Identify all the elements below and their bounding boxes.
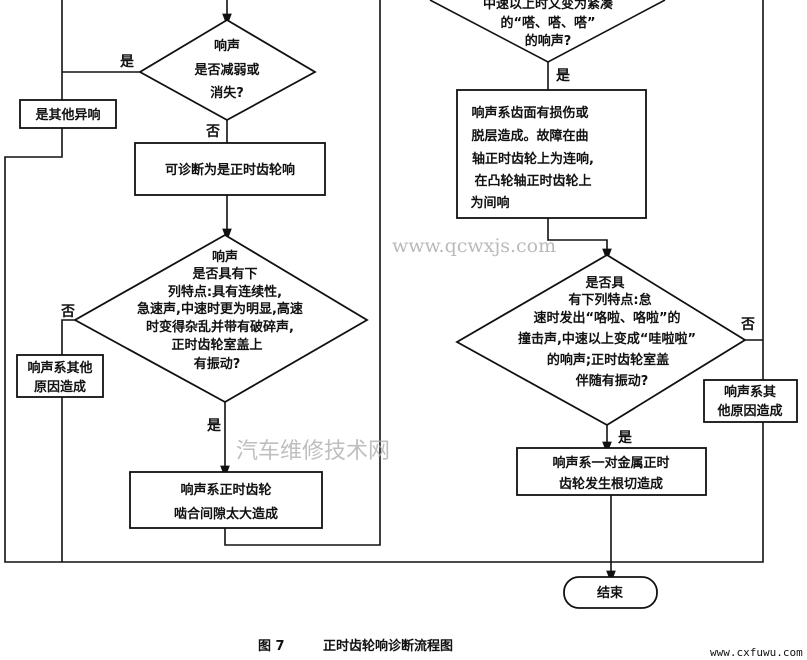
decision-sound-weaken: 响声 是否减弱或 消失? bbox=[138, 18, 317, 122]
box-text: 为间响 bbox=[470, 195, 509, 211]
decision-line: 正时齿轮室盖上 bbox=[171, 337, 262, 353]
decision-click-sound: 中速以上时又变为紧凑 的“嗒、嗒、嗒” 的响声? bbox=[483, 0, 614, 49]
decision-line: 速时发出“咯啦、咯啦”的 bbox=[533, 310, 680, 326]
box-text: 响声系一对金属正时 bbox=[552, 455, 669, 471]
box-text: 响声系正时齿轮 bbox=[180, 482, 271, 498]
box-other-cause-left: 响声系其他 原因造成 bbox=[16, 354, 104, 398]
yes-label: 是 bbox=[207, 418, 222, 434]
corner-watermark: www.cxfuwu.com bbox=[710, 646, 803, 659]
yes-label: 是 bbox=[120, 54, 135, 70]
box-other-noise: 是其他异响 bbox=[19, 99, 117, 129]
decision-sound-features-right: 是否具 有下列特点:怠 速时发出“咯啦、咯啦”的 撞击声,中速以上变成“哇啦啦”… bbox=[455, 253, 747, 427]
box-text: 原因造成 bbox=[34, 379, 86, 395]
decision-line: 是否具 bbox=[584, 276, 624, 291]
box-text: 他原因造成 bbox=[716, 403, 782, 419]
yes-label: 是 bbox=[556, 68, 571, 84]
watermark-cn: 汽车维修技术网 bbox=[236, 439, 390, 464]
box-text: 可诊断为是正时齿轮响 bbox=[165, 162, 295, 178]
box-text: 轴正时齿轮上为连响, bbox=[472, 151, 594, 167]
decision-line: 急速声,中速时更为明显,高速 bbox=[137, 301, 303, 317]
figure-title: 正时齿轮响诊断流程图 bbox=[323, 638, 453, 654]
decision-line: 撞击声,中速以上变成“哇啦啦” bbox=[518, 331, 696, 347]
box-text: 在凸轮轴正时齿轮上 bbox=[474, 173, 591, 189]
decision-line: 有下列特点:怠 bbox=[568, 292, 651, 308]
box-mesh-backlash: 响声系正时齿轮 啮合间隙太大造成 bbox=[129, 471, 323, 529]
watermark-url: www.qcwxjs.com bbox=[392, 235, 556, 257]
box-text: 是其他异响 bbox=[34, 107, 100, 123]
box-text: 啮合间隙太大造成 bbox=[174, 506, 278, 522]
decision-line: 响声 bbox=[212, 249, 238, 265]
box-text: 响声系齿面有损伤或 bbox=[471, 105, 588, 121]
no-label: 否 bbox=[60, 304, 75, 320]
decision-line: 是否具有下 bbox=[191, 266, 257, 282]
decision-line: 是否减弱或 bbox=[193, 62, 259, 78]
no-label: 否 bbox=[740, 317, 755, 333]
connectors bbox=[4, 0, 764, 584]
decision-line: 的响声;正时齿轮室盖 bbox=[547, 352, 669, 368]
decision-line: 中速以上时又变为紧凑 bbox=[483, 0, 614, 12]
box-other-cause-right: 响声系其 他原因造成 bbox=[703, 379, 798, 423]
decision-sound-features-left: 响声 是否具有下 列特点:具有连续性, 急速声,中速时更为明显,高速 时变得杂乱… bbox=[73, 233, 369, 404]
decision-line: 响声 bbox=[214, 38, 240, 54]
figure-number: 图 7 bbox=[258, 639, 285, 654]
decision-line: 消失? bbox=[210, 85, 244, 101]
decision-line: 时变得杂乱并带有破碎声, bbox=[146, 319, 294, 335]
end-text: 结束 bbox=[597, 585, 624, 601]
decision-line: 的“嗒、嗒、嗒” bbox=[500, 15, 595, 31]
decision-line: 列特点:具有连续性, bbox=[168, 284, 282, 300]
end-terminator: 结束 bbox=[563, 576, 658, 609]
no-label: 否 bbox=[205, 124, 220, 140]
decision-line: 伴随有振动? bbox=[575, 373, 649, 389]
box-text: 响声系其他 bbox=[27, 360, 92, 376]
yes-label: 是 bbox=[618, 430, 633, 446]
box-gear-undercut: 响声系一对金属正时 齿轮发生根切造成 bbox=[516, 447, 707, 496]
box-tooth-damage: 响声系齿面有损伤或 脱层造成。故障在曲 轴正时齿轮上为连响, 在凸轮轴正时齿轮上… bbox=[456, 89, 647, 219]
box-diagnose-timing-gear: 可诊断为是正时齿轮响 bbox=[134, 142, 326, 196]
box-text: 齿轮发生根切造成 bbox=[559, 476, 663, 492]
decision-line: 有振动? bbox=[194, 356, 241, 372]
box-text: 响声系其 bbox=[724, 384, 776, 400]
box-text: 脱层造成。故障在曲 bbox=[471, 128, 588, 144]
decision-line: 的响声? bbox=[525, 33, 572, 49]
